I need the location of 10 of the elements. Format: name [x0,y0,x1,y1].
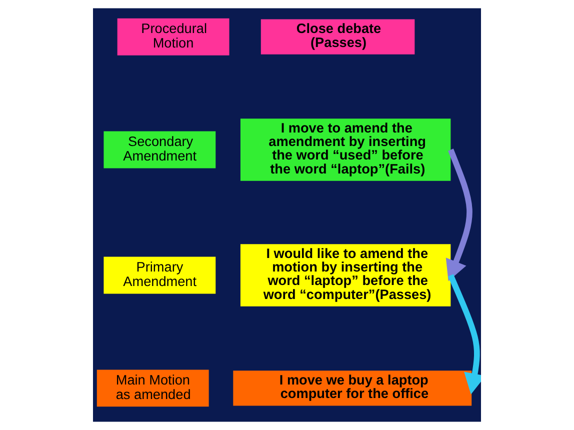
node-box: Primary Amendment [104,256,216,294]
node-box: Procedural Motion [117,18,230,56]
arrow [446,148,472,282]
node-box: Main Motion as amended [96,370,209,407]
node-box: Close debate (Passes) [260,19,415,54]
node-box: Secondary Amendment [104,131,216,168]
arrow [448,274,481,394]
node-box: I move we buy a laptop computer for the office [233,370,472,406]
node-box: I would like to amend the motion by inserting the word “laptop” before the word “computer”(Passes) [240,244,451,306]
node-box: I move to amend the amendment by inserting the word “used” before the word “laptop”(Fails) [240,118,451,181]
